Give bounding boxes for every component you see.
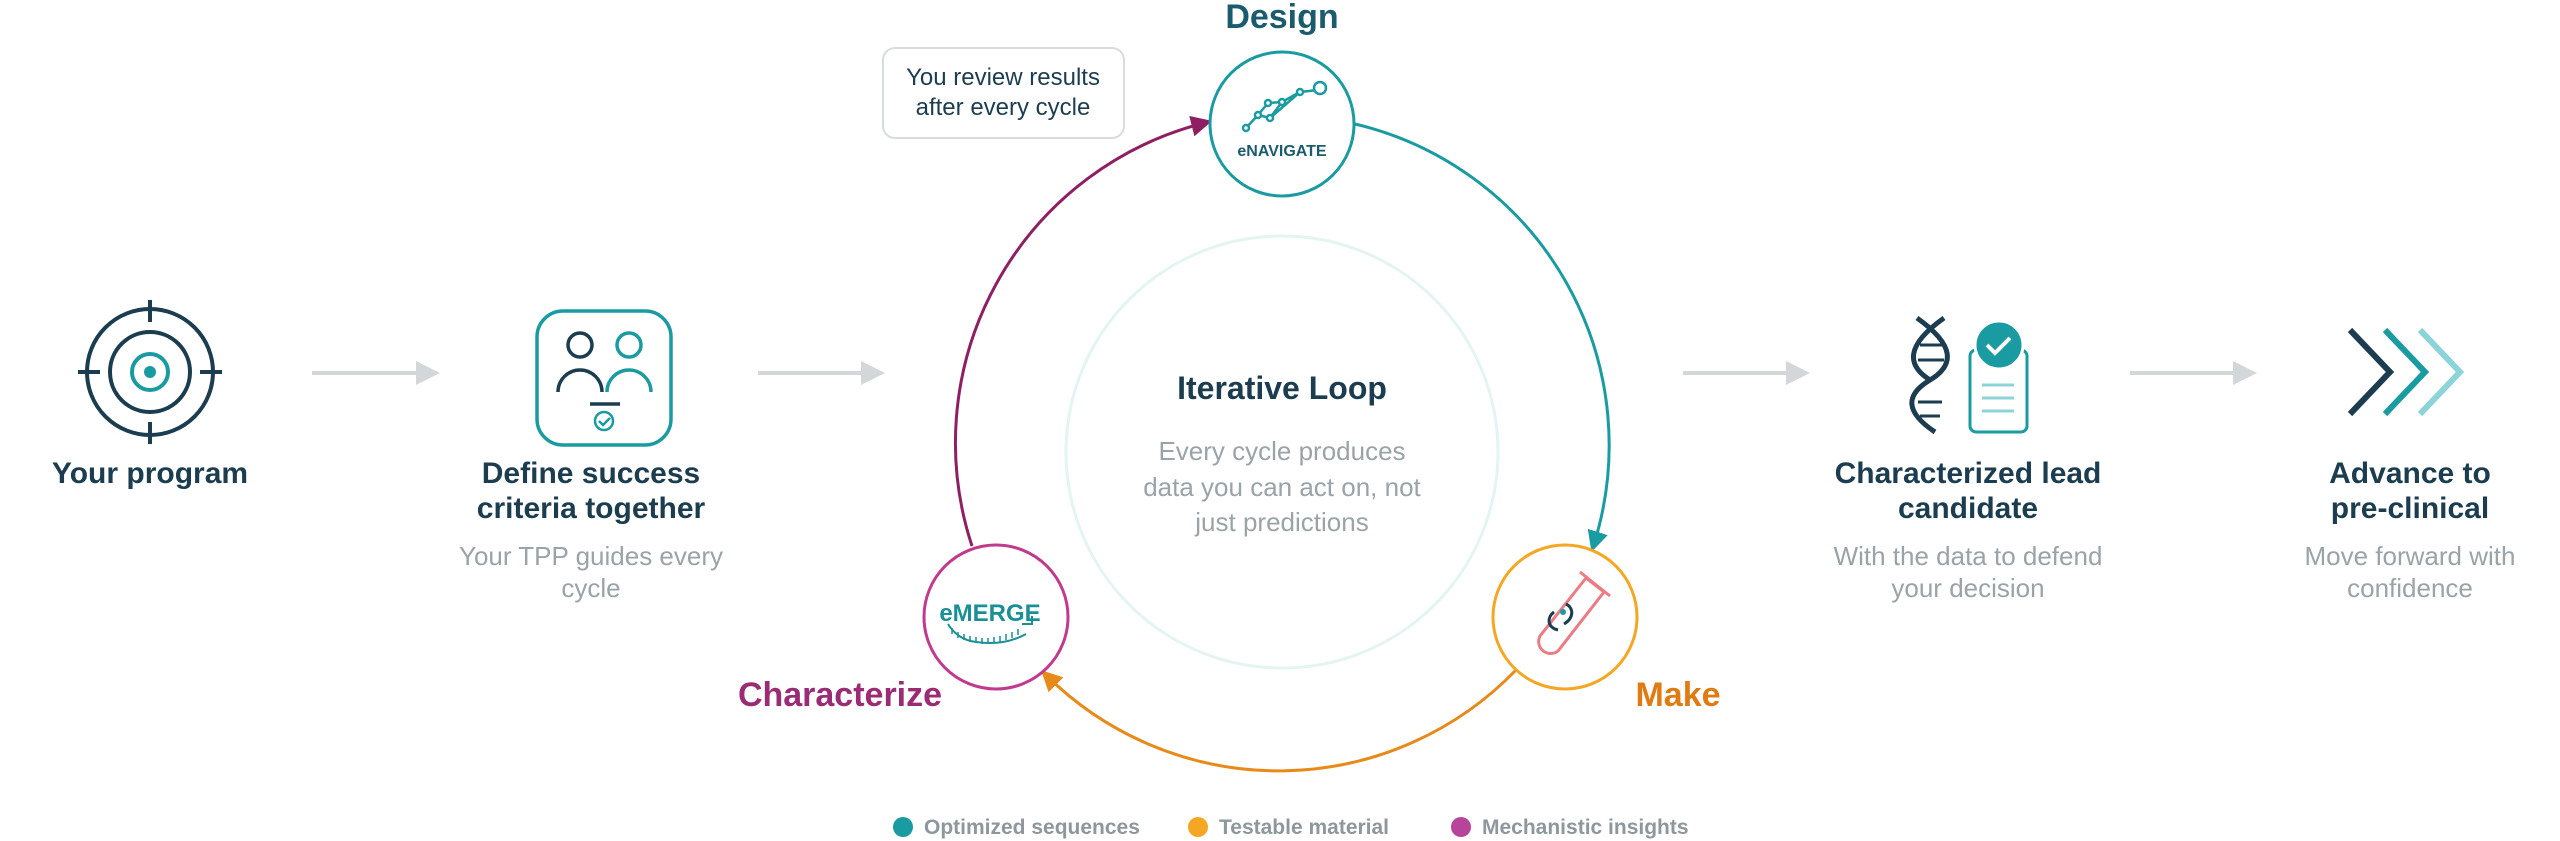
- emerge-logo-icon: eMERGE: [939, 600, 1041, 644]
- callout-text: You review results: [906, 64, 1100, 91]
- legend-label: Mechanistic insights: [1482, 816, 1689, 839]
- iterative-loop: Iterative Loop Every cycle produces data…: [738, 0, 1721, 773]
- loop-title: Iterative Loop: [1177, 370, 1387, 406]
- team-icon: [535, 309, 673, 447]
- legend-label: Testable material: [1219, 816, 1389, 839]
- legend: Optimized sequences Testable material Me…: [893, 816, 1689, 839]
- legend-swatch: [1188, 817, 1208, 837]
- step-title: Characterized lead: [1835, 457, 2102, 490]
- loop-description: data you can act on, not: [1143, 472, 1421, 502]
- enavigate-logo: eNAVIGATE: [1237, 143, 1327, 160]
- loop-description: Every cycle produces: [1158, 436, 1405, 466]
- dna-clipboard-icon: [1909, 315, 2029, 435]
- network-graph-icon: [1241, 80, 1328, 133]
- legend-item: Optimized sequences: [893, 816, 1140, 839]
- loop-inner-circle: [1064, 234, 1500, 670]
- step-title: pre-clinical: [2331, 492, 2489, 525]
- design-to-make-arrow: [1354, 122, 1611, 553]
- test-tube-icon: [1537, 570, 1611, 655]
- review-callout: You review results after every cycle: [882, 47, 1125, 139]
- step-subtitle: cycle: [561, 573, 620, 603]
- make-node: Make: [1491, 543, 1721, 714]
- design-node: Design eNAVIGATE: [1208, 0, 1356, 198]
- step-lead-candidate: Characterized lead candidate With the da…: [1834, 315, 2103, 603]
- legend-label: Optimized sequences: [924, 816, 1140, 839]
- characterize-label: Characterize: [738, 676, 942, 714]
- characterize-to-design-arrow: [953, 115, 1213, 547]
- legend-swatch: [1451, 817, 1471, 837]
- step-title: candidate: [1898, 492, 2038, 525]
- loop-description: just predictions: [1194, 507, 1368, 537]
- callout-text: after every cycle: [916, 94, 1091, 121]
- design-label: Design: [1225, 0, 1338, 36]
- characterize-node: eMERGE Characterize: [738, 543, 1070, 714]
- step-subtitle: your decision: [1891, 573, 2044, 603]
- step-subtitle: Move forward with: [2305, 541, 2516, 571]
- legend-item: Testable material: [1188, 816, 1389, 839]
- step-subtitle: Your TPP guides every: [459, 541, 723, 571]
- emerge-logo: eMERGE: [939, 600, 1040, 627]
- step-advance: Advance to pre-clinical Move forward wit…: [2305, 327, 2516, 603]
- step-title: Define success: [482, 457, 700, 490]
- step-subtitle: With the data to defend: [1834, 541, 2103, 571]
- step-subtitle: confidence: [2347, 573, 2473, 603]
- chevrons-icon: [2347, 327, 2465, 417]
- step-title: Your program: [52, 457, 248, 490]
- step-title: criteria together: [477, 492, 706, 525]
- step-title: Advance to: [2329, 457, 2491, 490]
- make-to-characterize-arrow: [1041, 668, 1518, 773]
- legend-swatch: [893, 817, 913, 837]
- target-icon: [78, 300, 222, 444]
- step-define-criteria: Define success criteria together Your TP…: [459, 309, 723, 603]
- legend-item: Mechanistic insights: [1451, 816, 1689, 839]
- make-label: Make: [1635, 676, 1720, 714]
- step-your-program: Your program: [52, 300, 248, 490]
